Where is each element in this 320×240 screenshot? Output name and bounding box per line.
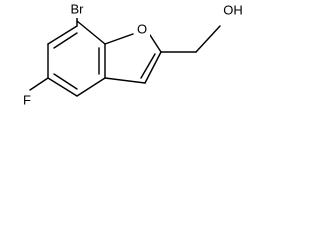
fluorine-label: F <box>23 92 31 107</box>
hydroxyl-label: OH <box>223 2 243 17</box>
bond-c6-c7-inner <box>53 32 78 49</box>
benzofuran-methanol-diagram: Br O F OH <box>20 1 247 109</box>
bond-c3a-c4 <box>76 77 106 97</box>
bond-c6-c7 <box>47 25 78 45</box>
bond-c3-c3a <box>104 77 146 84</box>
bond-c2-c3 <box>144 51 162 84</box>
bromine-label: Br <box>71 1 85 16</box>
molecule-structure: Br O F OH <box>0 0 250 138</box>
bond-o1-c2 <box>149 34 162 53</box>
bond-ch2-oh <box>195 25 221 53</box>
oxygen-ring-label: O <box>137 21 147 36</box>
bromine-label-bg <box>66 2 88 18</box>
bond-c7-c7a <box>76 20 106 45</box>
bond-c4-c5 <box>47 77 78 97</box>
hydroxyl-label-bg <box>219 2 247 19</box>
oxygen-ring-label-bg <box>134 21 150 38</box>
bond-c2-c3-inner <box>140 53 156 79</box>
bond-c7a-o1 <box>104 33 134 45</box>
fluorine-label-bg <box>20 92 34 109</box>
bond-c5-f <box>29 77 49 91</box>
bond-c4-c5-inner <box>53 73 78 90</box>
